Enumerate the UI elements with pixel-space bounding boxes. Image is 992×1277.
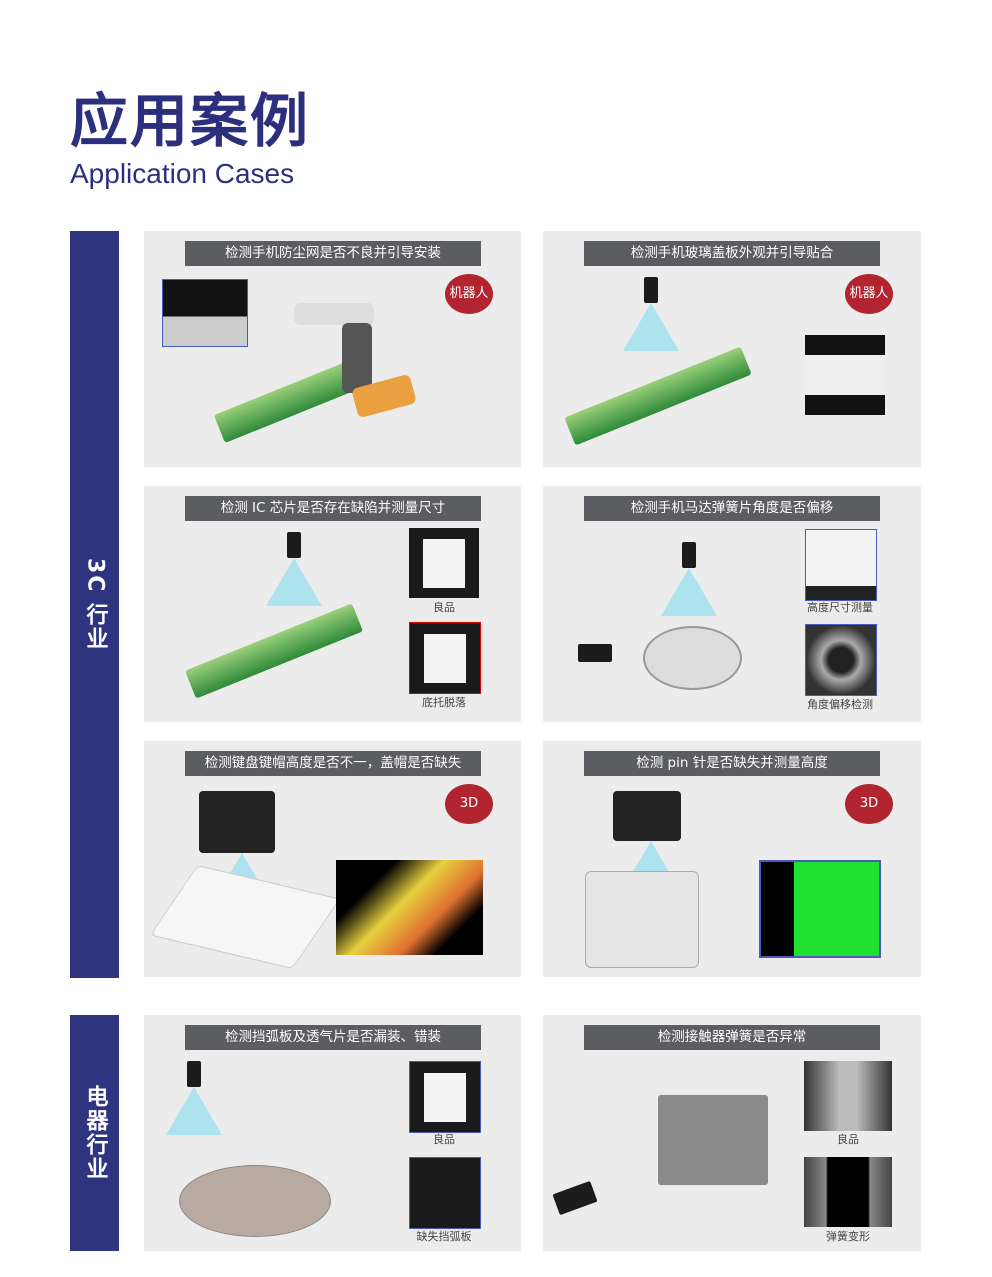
camera-icon [644, 277, 658, 303]
robot-base-illustration [342, 323, 372, 393]
light-cone [266, 558, 322, 606]
thumb-label: 弹簧变形 [826, 1230, 870, 1243]
angle-detect-image [805, 624, 877, 696]
3d-badge: 3D [845, 784, 893, 824]
3d-heatmap-image [336, 860, 483, 955]
case-card: 检测 pin 针是否缺失并测量高度 3D [543, 741, 921, 977]
3d-heatmap-image [759, 860, 881, 958]
light-cone [623, 303, 679, 351]
thumb-label: 良品 [433, 1133, 455, 1146]
defect-sample-image [409, 1157, 481, 1229]
thumb-label: 缺失挡弧板 [416, 1230, 472, 1243]
case-card: 检测键盘键帽高度是否不一，盖帽是否缺失 3D [144, 741, 521, 977]
3d-badge: 3D [445, 784, 493, 824]
section-label-3c: 3C 行业 [70, 231, 119, 978]
thumb-label: 高度尺寸测量 [807, 601, 873, 614]
camera-icon [287, 532, 301, 558]
defect-sample-image [804, 1157, 892, 1227]
thumb-label: 良品 [433, 601, 455, 614]
case-caption: 检测接触器弹簧是否异常 [584, 1025, 880, 1050]
page-title: 应用案例 [70, 87, 311, 155]
camera-icon [682, 542, 696, 568]
3d-sensor-icon [613, 791, 681, 841]
good-sample-image [409, 528, 479, 598]
page-subtitle: Application Cases [70, 158, 295, 189]
case-card: 检测手机玻璃盖板外观并引导贴合 机器人 [543, 231, 921, 467]
thumb-label: 角度偏移检测 [807, 698, 873, 711]
motor-spring-illustration [643, 626, 742, 690]
side-camera-icon [578, 644, 612, 662]
case-card: 检测挡弧板及透气片是否漏装、错装 良品 缺失挡弧板 [144, 1015, 521, 1251]
case-card: 检测手机防尘网是否不良并引导安装 机器人 [144, 231, 521, 467]
inspection-image [805, 335, 885, 415]
good-sample-image [804, 1061, 892, 1131]
conveyor-illustration [564, 346, 752, 446]
case-caption: 检测 IC 芯片是否存在缺陷并测量尺寸 [185, 496, 481, 521]
case-card: 检测 IC 芯片是否存在缺陷并测量尺寸 良品 底托脱落 [144, 486, 521, 722]
conveyor-illustration [184, 603, 364, 699]
robot-badge: 机器人 [445, 274, 493, 314]
case-caption: 检测 pin 针是否缺失并测量高度 [584, 751, 880, 776]
thumb-label: 良品 [837, 1133, 859, 1146]
robot-badge: 机器人 [845, 274, 893, 314]
case-caption: 检测手机防尘网是否不良并引导安装 [185, 241, 481, 266]
height-measure-image [805, 529, 877, 601]
good-sample-image [409, 1061, 481, 1133]
turntable-illustration [179, 1165, 331, 1237]
meter-illustration [585, 871, 699, 968]
3d-sensor-icon [199, 791, 275, 853]
contactor-illustration [658, 1095, 768, 1185]
case-caption: 检测手机玻璃盖板外观并引导贴合 [584, 241, 880, 266]
case-caption: 检测挡弧板及透气片是否漏装、错装 [185, 1025, 481, 1050]
case-caption: 检测键盘键帽高度是否不一，盖帽是否缺失 [185, 751, 481, 776]
robot-arm-illustration [294, 303, 374, 325]
camera-icon [552, 1180, 598, 1216]
light-cone [661, 568, 717, 616]
inspection-image [162, 279, 248, 347]
case-caption: 检测手机马达弹簧片角度是否偏移 [584, 496, 880, 521]
case-card: 检测接触器弹簧是否异常 良品 弹簧变形 [543, 1015, 921, 1251]
section-label-electrical: 电器行业 [70, 1015, 119, 1251]
keyboard-illustration [149, 864, 341, 970]
camera-icon [187, 1061, 201, 1087]
light-cone [166, 1087, 222, 1135]
defect-sample-image [409, 622, 481, 694]
case-card: 检测手机马达弹簧片角度是否偏移 高度尺寸测量 角度偏移检测 [543, 486, 921, 722]
thumb-label: 底托脱落 [422, 696, 466, 709]
